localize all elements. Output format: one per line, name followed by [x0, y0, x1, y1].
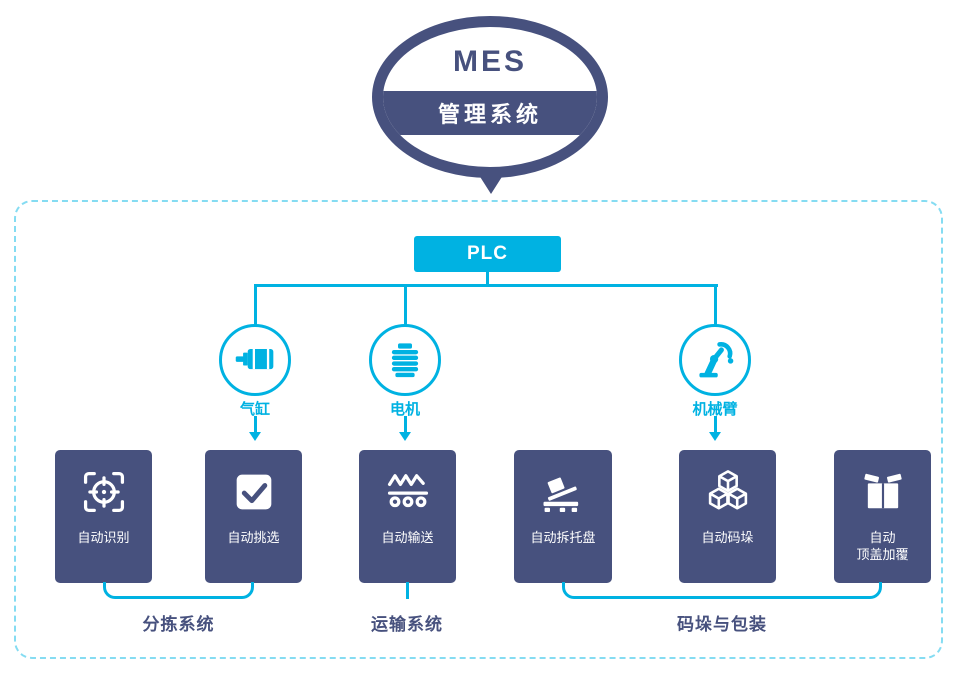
mes-title: MES	[452, 45, 527, 78]
device-circle-robot-arm	[679, 324, 751, 396]
mes-pointer-tail	[477, 172, 505, 194]
station-auto-lid-cover: 自动 顶盖加覆	[834, 450, 931, 583]
mes-subtitle-banner: 管理系统	[383, 91, 597, 135]
plc-label: PLC	[467, 243, 508, 264]
arrow-head-motor	[399, 432, 411, 441]
station-label: 自动 顶盖加覆	[856, 530, 909, 562]
robot-arm-icon	[699, 342, 734, 378]
device-circle-motor	[369, 324, 441, 396]
arrow-line-motor	[404, 416, 407, 433]
group-bracket-sorting	[103, 582, 254, 599]
group-stub-transport	[406, 582, 409, 599]
plc-node: PLC	[414, 236, 561, 272]
connector-plc-stub	[486, 272, 489, 286]
arrow-line-robot-arm	[714, 416, 717, 433]
device-label-cylinder: 气缸	[239, 401, 270, 418]
station-label: 自动挑选	[227, 530, 280, 545]
station-auto-identify: 自动识别	[55, 450, 152, 583]
station-auto-palletize: 自动码垛	[679, 450, 776, 583]
connector-to-cylinder	[254, 284, 257, 326]
system-frame	[14, 200, 943, 659]
device-label-robot-arm: 机械臂	[692, 401, 738, 418]
arrow-head-cylinder	[249, 432, 261, 441]
motor-icon	[391, 343, 419, 378]
group-label-palletizing: 码垛与包装	[677, 615, 767, 634]
station-auto-pick: 自动挑选	[205, 450, 302, 583]
device-circle-cylinder	[219, 324, 291, 396]
connector-to-robot-arm	[714, 284, 717, 326]
station-label: 自动输送	[381, 530, 434, 545]
pneumatic-cylinder-icon	[235, 349, 274, 370]
group-label-transport: 运输系统	[371, 615, 443, 634]
connector-to-motor	[404, 284, 407, 326]
device-label-motor: 电机	[389, 401, 420, 418]
station-auto-convey: 自动输送	[359, 450, 456, 583]
station-label: 自动拆托盘	[530, 530, 596, 545]
mes-ellipse: MES 管理系统	[372, 16, 608, 178]
checkmark-icon	[236, 474, 271, 510]
group-label-sorting: 分拣系统	[142, 615, 215, 634]
station-label: 自动识别	[77, 530, 130, 545]
arrow-line-cylinder	[254, 416, 257, 433]
arrow-head-robot-arm	[709, 432, 721, 441]
carton-box-icon	[863, 473, 902, 509]
conveyor-icon	[387, 474, 428, 508]
group-bracket-palletizing	[562, 582, 882, 599]
mes-subtitle: 管理系统	[437, 102, 542, 127]
connector-branch-horizontal	[254, 284, 718, 287]
scan-target-icon	[83, 471, 124, 513]
depalletizer-icon	[543, 477, 579, 513]
station-auto-depalletize: 自动拆托盘	[514, 450, 612, 583]
stacked-cubes-icon	[708, 470, 747, 510]
station-label: 自动码垛	[701, 530, 754, 545]
